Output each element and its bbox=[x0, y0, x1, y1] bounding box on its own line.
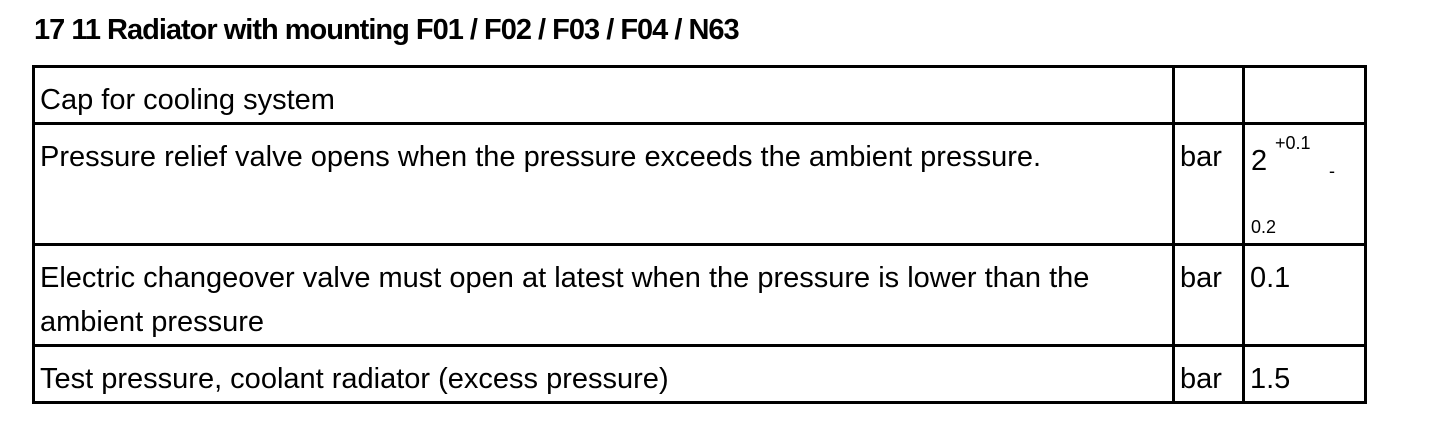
row-unit: bar bbox=[1172, 243, 1245, 347]
row-value: 1.5 bbox=[1242, 344, 1367, 404]
row-unit: bar bbox=[1172, 122, 1245, 246]
row-value bbox=[1242, 65, 1367, 125]
spec-table: Cap for cooling system Pressure relief v… bbox=[32, 65, 1367, 404]
row-description: Pressure relief valve opens when the pre… bbox=[32, 122, 1175, 246]
row-unit bbox=[1172, 65, 1245, 125]
row-value-tolerance: 2 +0.1 - 0.2 bbox=[1242, 122, 1367, 246]
tolerance-nominal: 2 bbox=[1251, 145, 1268, 177]
table-row: Electric changeover valve must open at l… bbox=[32, 243, 1367, 347]
tolerance-lower: 0.2 bbox=[1251, 217, 1277, 237]
row-description: Cap for cooling system bbox=[32, 65, 1175, 125]
row-value: 0.1 bbox=[1242, 243, 1367, 347]
table-row: Pressure relief valve opens when the pre… bbox=[32, 122, 1367, 246]
page-title: 17 11 Radiator with mounting F01 / F02 /… bbox=[34, 14, 740, 46]
row-description: Test pressure, coolant radiator (excess … bbox=[32, 344, 1175, 404]
row-unit: bar bbox=[1172, 344, 1245, 404]
tolerance-dash: - bbox=[1329, 161, 1335, 181]
tolerance-upper: +0.1 bbox=[1275, 133, 1311, 153]
row-description: Electric changeover valve must open at l… bbox=[32, 243, 1175, 347]
table-row: Test pressure, coolant radiator (excess … bbox=[32, 344, 1367, 404]
table-row: Cap for cooling system bbox=[32, 65, 1367, 125]
